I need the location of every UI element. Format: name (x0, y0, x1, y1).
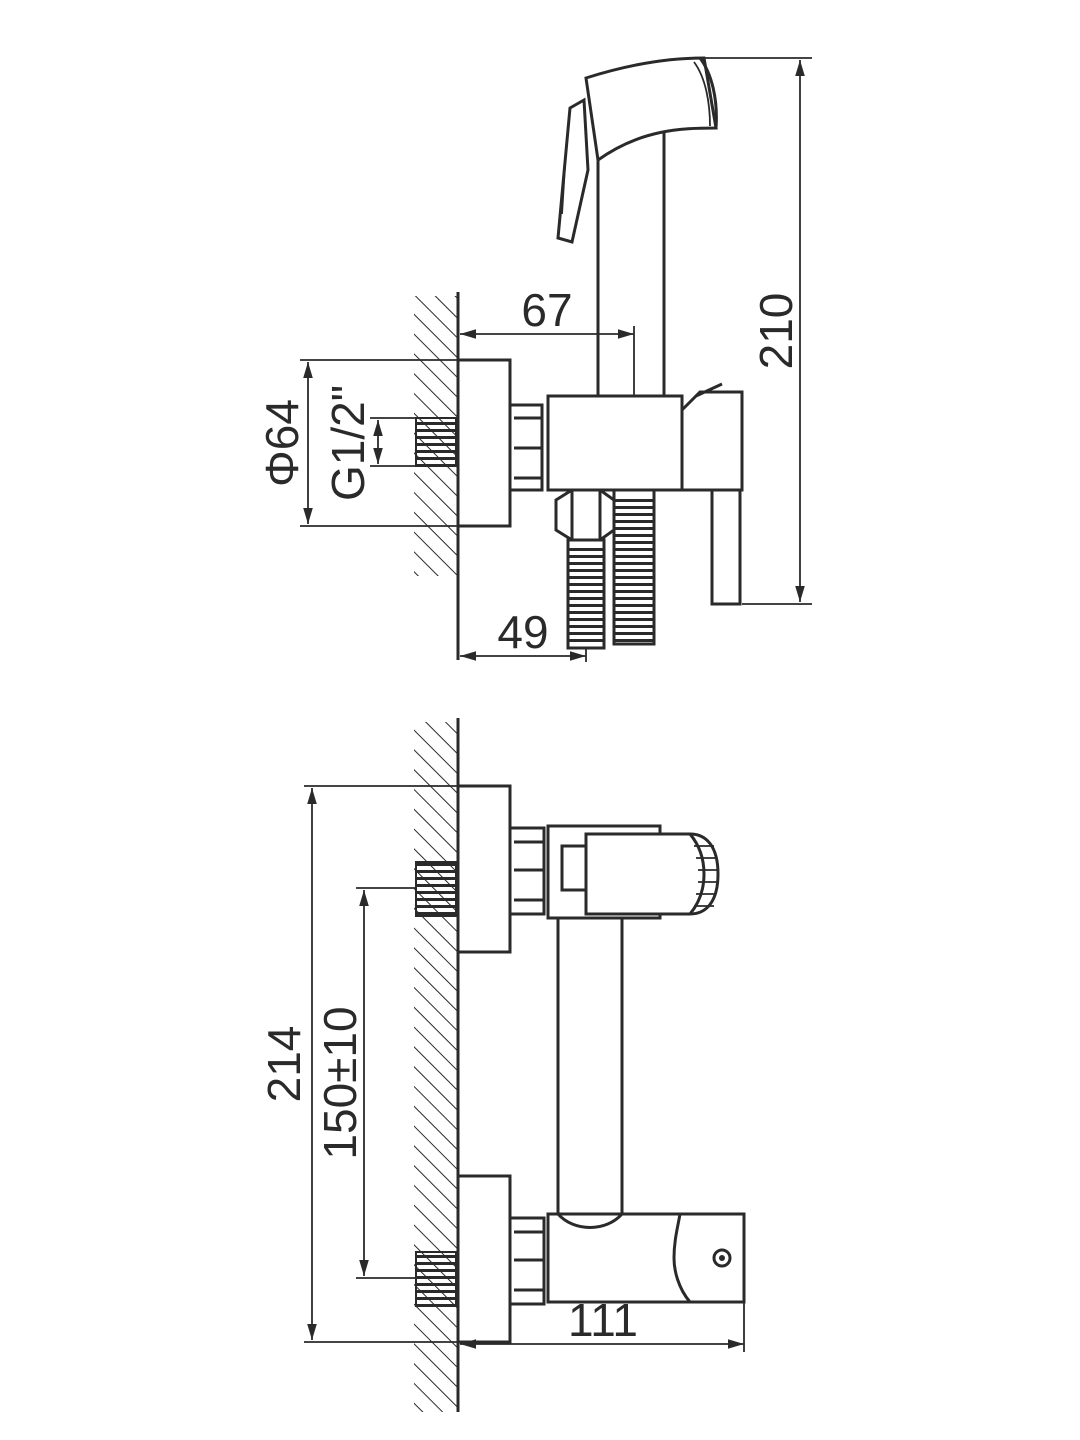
hand-shower-front (584, 832, 720, 916)
shower-trigger-top (556, 97, 590, 244)
lever-front (672, 1212, 746, 1304)
lever-handle-top (710, 488, 742, 606)
hex-nut-upper (508, 826, 546, 916)
hex-nut-top (508, 403, 544, 492)
hose-connector-top (554, 488, 616, 542)
hose-connector-front (560, 844, 588, 892)
flange-top (456, 358, 512, 528)
valve-body-top (546, 394, 684, 492)
shower-head-top (584, 56, 718, 163)
dim-210-label: 210 (750, 293, 802, 370)
side-view: 67 210 Φ64 G1/2" 49 (256, 56, 812, 662)
dim-111-label: 111 (568, 1294, 638, 1346)
lever-top (680, 390, 744, 492)
front-view: 214 150±10 111 (258, 718, 746, 1412)
dim-150-label: 150±10 (314, 1006, 366, 1159)
shower-stem-top (596, 128, 666, 398)
dim-49-label: 49 (497, 606, 548, 658)
thread-top (415, 417, 457, 467)
dim-214-label: 214 (258, 1026, 310, 1103)
hose-top (566, 488, 656, 650)
dim-g12-label: G1/2" (322, 385, 374, 501)
thread-lower (415, 1251, 457, 1307)
flange-lower (456, 1174, 512, 1344)
dim-67-label: 67 (521, 284, 572, 336)
hex-nut-lower (508, 1216, 546, 1306)
thread-upper (415, 861, 457, 917)
wall-hatch-bottom (414, 722, 458, 1412)
connecting-pipe (556, 898, 624, 1222)
lever-screw (712, 1248, 732, 1268)
dim-phi64-label: Φ64 (256, 399, 308, 487)
flange-upper (456, 784, 512, 954)
